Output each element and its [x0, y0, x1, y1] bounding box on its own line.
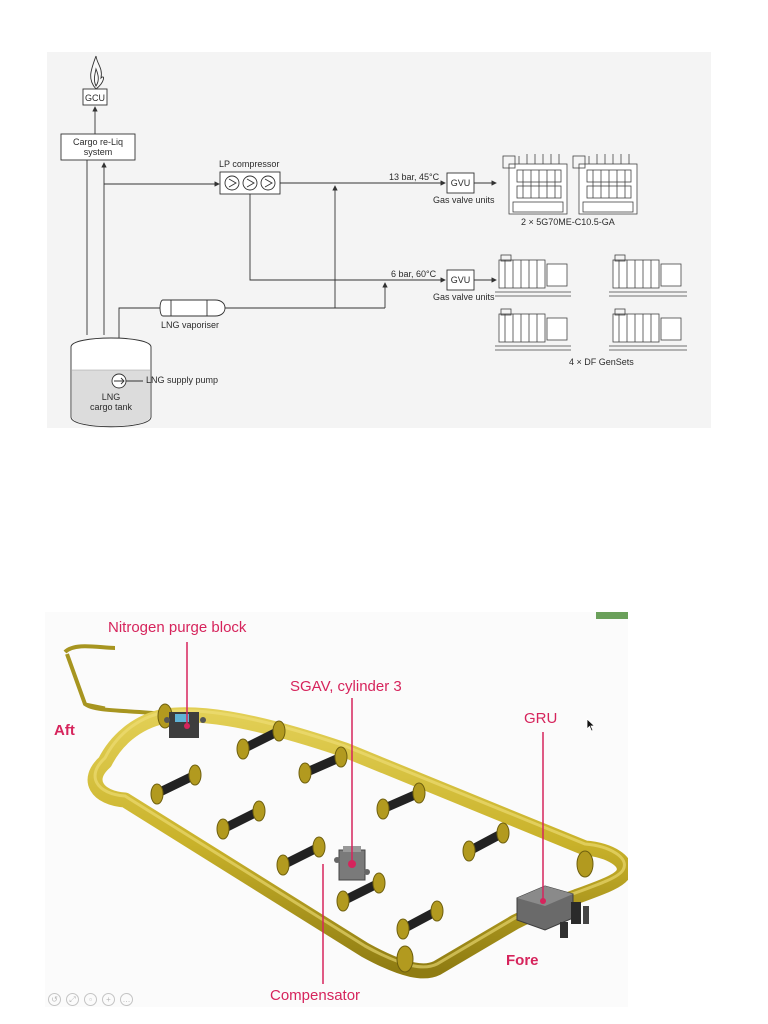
reliq-label-line1: Cargo re-Liq	[72, 137, 124, 147]
rail-drawing	[63, 642, 628, 984]
schematic-drawing	[60, 55, 687, 428]
gcu-label: GCU	[85, 93, 105, 103]
gvu-bottom-label: GVU	[450, 275, 471, 285]
supply-pump-label: LNG supply pump	[146, 375, 219, 385]
mouse-cursor-icon	[586, 718, 596, 737]
rotate-left-icon[interactable]: ↺	[48, 993, 61, 1006]
main-engine-2	[572, 154, 638, 215]
lng-vaporiser-shape	[159, 299, 226, 317]
vaporiser-label: LNG vaporiser	[161, 320, 220, 330]
zoom-in-icon[interactable]: +	[102, 993, 115, 1006]
aft-callout: Aft	[54, 722, 75, 739]
zoom-fit-icon[interactable]: ⤢	[66, 993, 79, 1006]
lp-compressor-box	[219, 171, 281, 195]
reliq-label-line2: system	[83, 147, 113, 157]
lp-compressor-label: LP compressor	[219, 159, 280, 169]
genset-3	[495, 308, 571, 351]
fore-callout: Fore	[506, 952, 539, 969]
lng-fuel-gas-schematic: GCU Cargo re-Liq system LP compressor 13…	[47, 52, 711, 428]
sgav-cylinder-callout: SGAV, cylinder 3	[290, 678, 402, 695]
reliq-box	[60, 133, 136, 161]
low-pressure-label: 6 bar, 60°C	[391, 269, 437, 279]
main-engines-label: 2 × 5G70ME-C10.5-GA	[521, 217, 615, 227]
gru-unit	[516, 885, 589, 938]
gas-supply-rail-render: Nitrogen purge block SGAV, cylinder 3 GR…	[45, 612, 628, 1007]
more-icon[interactable]: …	[120, 993, 133, 1006]
page-icon[interactable]: ▫	[84, 993, 97, 1006]
gvu-top-label: GVU	[450, 178, 471, 188]
nitrogen-purge-block	[164, 712, 206, 738]
gensets-label: 4 × DF GenSets	[569, 357, 634, 367]
viewer-controls: ↺ ⤢ ▫ + …	[48, 993, 133, 1007]
gru-callout: GRU	[524, 710, 558, 727]
slide-corner-tab	[596, 612, 628, 619]
gas-valve-units-top-label: Gas valve units	[433, 195, 495, 205]
genset-1	[495, 254, 571, 297]
compensator-callout: Compensator	[270, 987, 361, 1004]
tank-label-line1: LNG	[101, 392, 121, 402]
genset-4	[609, 308, 687, 351]
nitrogen-purge-block-callout: Nitrogen purge block	[108, 619, 247, 636]
genset-2	[609, 254, 687, 297]
tank-label-line2: cargo tank	[89, 402, 133, 412]
gcu-box	[82, 88, 108, 106]
gas-valve-units-bottom-label: Gas valve units	[433, 292, 495, 302]
main-engine-1	[502, 154, 568, 215]
high-pressure-label: 13 bar, 45°C	[389, 172, 440, 182]
